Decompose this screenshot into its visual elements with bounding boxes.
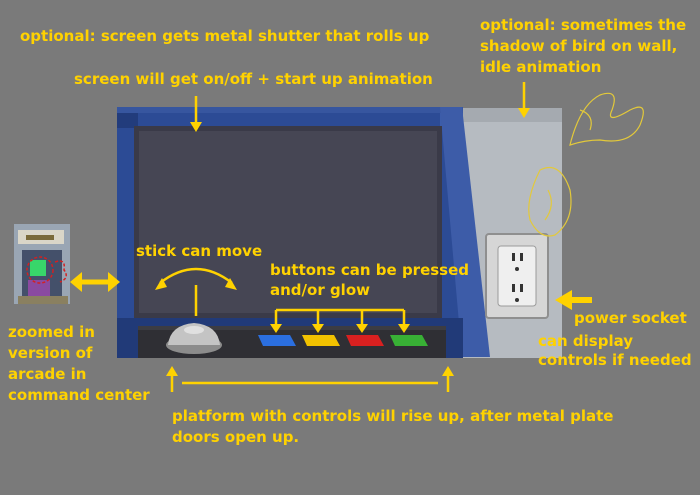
green-button[interactable]: [390, 335, 428, 346]
yellow-button[interactable]: [302, 335, 340, 346]
bird-shadow-sketch-icon: [528, 92, 644, 237]
arcade-screen[interactable]: [134, 126, 442, 318]
zoom-note-line2: version of: [8, 344, 93, 362]
blue-button[interactable]: [258, 335, 296, 346]
red-button[interactable]: [346, 335, 384, 346]
bird-note-line2: shadow of bird on wall,: [480, 37, 678, 55]
buttons-note-line2: and/or glow: [270, 281, 370, 299]
display-note-line1: can display: [538, 332, 634, 350]
zoom-note-line1: zoomed in: [8, 323, 95, 341]
platform-note-line1: platform with controls will rise up, aft…: [172, 407, 614, 425]
joystick-icon[interactable]: [166, 323, 222, 354]
socket-note: power socket: [574, 309, 687, 327]
bird-note-line3: idle animation: [480, 58, 602, 76]
stick-note: stick can move: [136, 242, 263, 260]
display-note-line2: controls if needed: [538, 351, 692, 369]
power-socket-icon[interactable]: [485, 233, 549, 319]
platform-note-line2: doors open up.: [172, 428, 300, 446]
arcade-thumbnail-icon: [14, 224, 70, 304]
buttons-note-line1: buttons can be pressed: [270, 261, 470, 279]
zoom-note-line3: arcade in: [8, 365, 87, 383]
zoom-note-line4: command center: [8, 386, 150, 404]
arcade-buttons: [258, 335, 428, 346]
bird-note-line1: optional: sometimes the: [480, 16, 687, 34]
shutter-note: optional: screen gets metal shutter that…: [20, 27, 430, 45]
onoff-note: screen will get on/off + start up animat…: [74, 70, 433, 88]
annotation-arrows: [70, 82, 592, 392]
